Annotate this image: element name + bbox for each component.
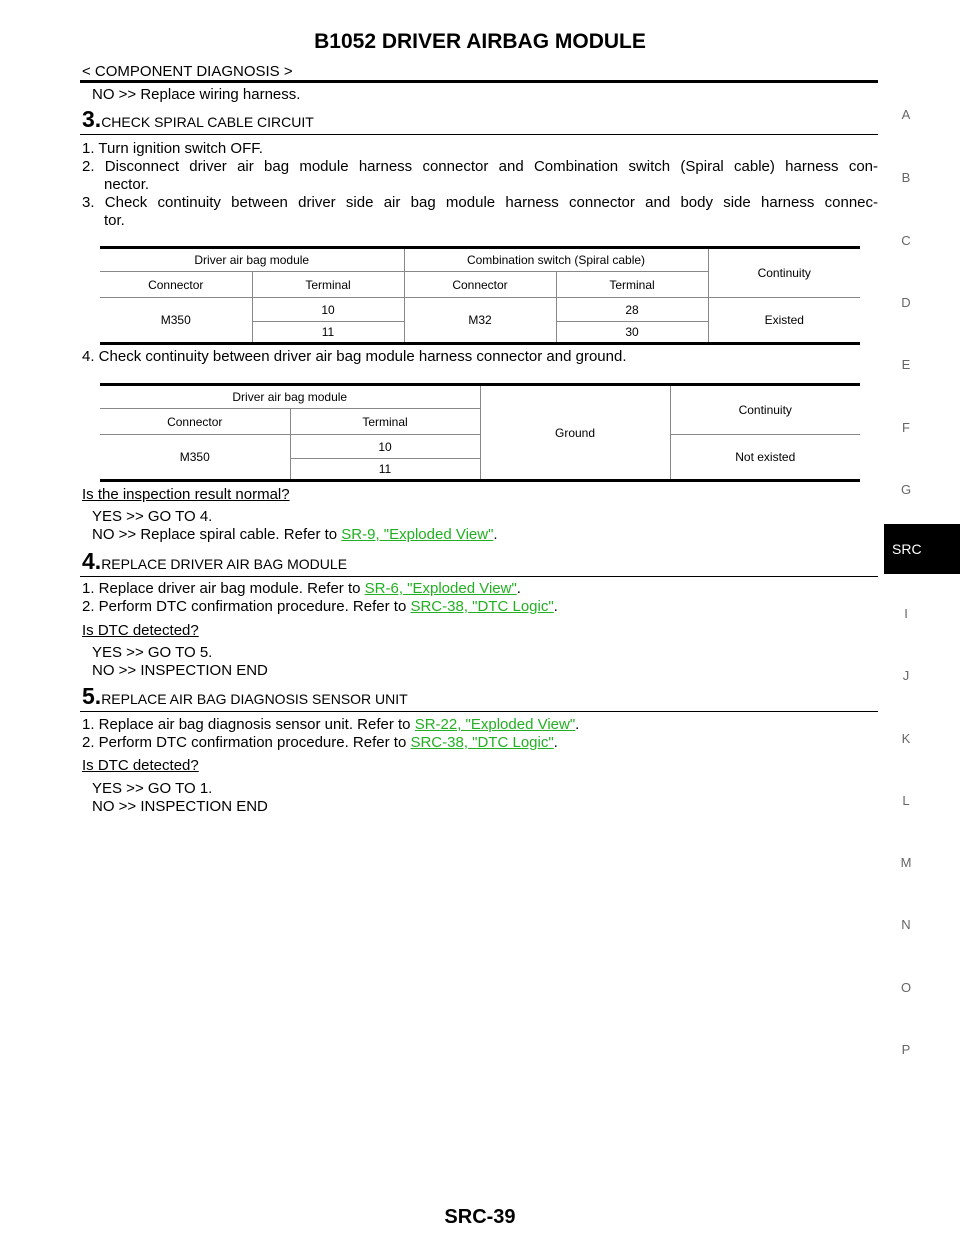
side-tab-o[interactable]: O: [900, 980, 912, 995]
step4-number: 4.: [82, 548, 102, 574]
step5-yes: YES >> GO TO 1.: [92, 780, 213, 797]
t1-module-terminal-2: 11: [251, 321, 404, 345]
section-label: < COMPONENT DIAGNOSIS >: [82, 63, 293, 80]
step4-item-2: 2. Perform DTC confirmation procedure. R…: [82, 598, 558, 616]
step5-question: Is DTC detected?: [82, 757, 199, 774]
t1-switch-terminal-2: 30: [555, 321, 708, 345]
t1-module-terminal-1: 10: [251, 297, 404, 322]
step5-item-2: 2. Perform DTC confirmation procedure. R…: [82, 734, 558, 752]
t1-header-switch: Combination switch (Spiral cable): [403, 246, 708, 272]
step3-item-2: 2. Disconnect driver air bag module harn…: [82, 158, 878, 175]
step3-item-3: 3. Check continuity between driver side …: [82, 194, 878, 211]
step3-heading: 3.CHECK SPIRAL CABLE CIRCUIT: [82, 106, 314, 133]
step3-no: NO >> Replace spiral cable. Refer to SR-…: [92, 526, 498, 544]
link-sr22-exploded-view[interactable]: SR-22, "Exploded View": [414, 716, 576, 733]
t1-switch-connector: M32: [403, 297, 556, 345]
step5-item-1-text: 1. Replace air bag diagnosis sensor unit…: [82, 716, 415, 733]
continuity-table-1: Driver air bag module Combination switch…: [100, 246, 860, 345]
side-tab-g[interactable]: G: [900, 482, 912, 497]
step4-item-1: 1. Replace driver air bag module. Refer …: [82, 580, 521, 598]
step3-yes: YES >> GO TO 4.: [92, 508, 213, 525]
step3-number: 3.: [82, 106, 102, 132]
side-tab-a[interactable]: A: [901, 107, 911, 122]
step4-heading: 4.REPLACE DRIVER AIR BAG MODULE: [82, 548, 347, 575]
t2-terminal-1: 10: [289, 434, 480, 459]
step3-rule: [80, 134, 878, 135]
t1-header-terminal-2: Terminal: [555, 271, 708, 298]
step3-title: CHECK SPIRAL CABLE CIRCUIT: [101, 114, 314, 130]
step4-item-2-text: 2. Perform DTC confirmation procedure. R…: [82, 598, 411, 615]
t2-ground: Ground: [479, 383, 670, 482]
side-tab-n[interactable]: N: [901, 917, 911, 932]
step5-no: NO >> INSPECTION END: [92, 798, 268, 815]
page-title: B1052 DRIVER AIRBAG MODULE: [314, 30, 646, 53]
t2-header-connector: Connector: [100, 408, 290, 435]
step4-question: Is DTC detected?: [82, 622, 199, 639]
step4-no: NO >> INSPECTION END: [92, 662, 268, 679]
step5-item-2-text: 2. Perform DTC confirmation procedure. R…: [82, 734, 411, 751]
t2-header-continuity: Continuity: [669, 383, 860, 435]
t1-header-connector-2: Connector: [403, 271, 556, 298]
step5-item-1: 1. Replace air bag diagnosis sensor unit…: [82, 716, 579, 734]
t1-switch-terminal-1: 28: [555, 297, 708, 322]
intro-no-result: NO >> Replace wiring harness.: [92, 86, 301, 103]
t1-header-connector: Connector: [100, 271, 252, 298]
t2-result: Not existed: [669, 434, 860, 482]
step5-item-2-suffix: .: [553, 734, 558, 751]
step4-item-2-suffix: .: [553, 598, 558, 615]
step4-rule: [80, 576, 878, 577]
step5-rule: [80, 711, 878, 712]
link-src38-dtc-logic[interactable]: SRC-38, "DTC Logic": [410, 598, 554, 615]
step5-heading: 5.REPLACE AIR BAG DIAGNOSIS SENSOR UNIT: [82, 683, 408, 710]
t2-terminal-2: 11: [289, 458, 480, 482]
link-sr6-exploded-view[interactable]: SR-6, "Exploded View": [364, 580, 517, 597]
step3-item-4: 4. Check continuity between driver air b…: [82, 348, 627, 365]
side-tab-m[interactable]: M: [900, 855, 912, 870]
side-tab-k[interactable]: K: [901, 731, 911, 746]
side-tab-c[interactable]: C: [901, 233, 911, 248]
step3-item-3-cont: tor.: [104, 212, 125, 229]
t1-module-connector: M350: [100, 297, 252, 345]
step3-question: Is the inspection result normal?: [82, 486, 290, 503]
side-tab-f[interactable]: F: [902, 420, 910, 435]
step5-title: REPLACE AIR BAG DIAGNOSIS SENSOR UNIT: [101, 691, 408, 707]
step4-item-1-text: 1. Replace driver air bag module. Refer …: [82, 580, 365, 597]
t1-header-module: Driver air bag module: [100, 246, 404, 272]
side-index: A B C D E F G SRC I J K L M N O P: [884, 0, 960, 1242]
step5-item-1-suffix: .: [575, 716, 580, 733]
side-tab-j[interactable]: J: [902, 668, 910, 683]
continuity-table-2: Driver air bag module Ground Continuity …: [100, 383, 860, 482]
step4-item-1-suffix: .: [516, 580, 521, 597]
link-sr9-exploded-view[interactable]: SR-9, "Exploded View": [341, 526, 494, 543]
step3-item-2-cont: nector.: [104, 176, 150, 193]
t2-header-module: Driver air bag module: [100, 383, 480, 409]
header-rule: [80, 80, 878, 83]
step5-number: 5.: [82, 683, 102, 709]
t2-header-terminal: Terminal: [289, 408, 480, 435]
side-tab-e[interactable]: E: [901, 357, 911, 372]
step4-title: REPLACE DRIVER AIR BAG MODULE: [101, 556, 348, 572]
link-src38-dtc-logic-2[interactable]: SRC-38, "DTC Logic": [410, 734, 554, 751]
t1-result: Existed: [707, 297, 860, 345]
side-tab-b[interactable]: B: [901, 170, 911, 185]
step4-yes: YES >> GO TO 5.: [92, 644, 213, 661]
side-tab-src[interactable]: SRC: [884, 524, 960, 574]
side-tab-i[interactable]: I: [904, 606, 908, 621]
t2-connector: M350: [100, 434, 290, 482]
side-tab-p[interactable]: P: [901, 1042, 911, 1057]
step3-no-suffix: .: [493, 526, 498, 543]
t1-header-terminal: Terminal: [251, 271, 404, 298]
side-tab-d[interactable]: D: [901, 295, 911, 310]
step3-no-text: NO >> Replace spiral cable. Refer to: [92, 526, 342, 543]
step3-item-1: 1. Turn ignition switch OFF.: [82, 140, 263, 157]
page-number: SRC-39: [444, 1206, 516, 1228]
t1-header-continuity: Continuity: [707, 246, 860, 298]
side-tab-l[interactable]: L: [902, 793, 910, 808]
